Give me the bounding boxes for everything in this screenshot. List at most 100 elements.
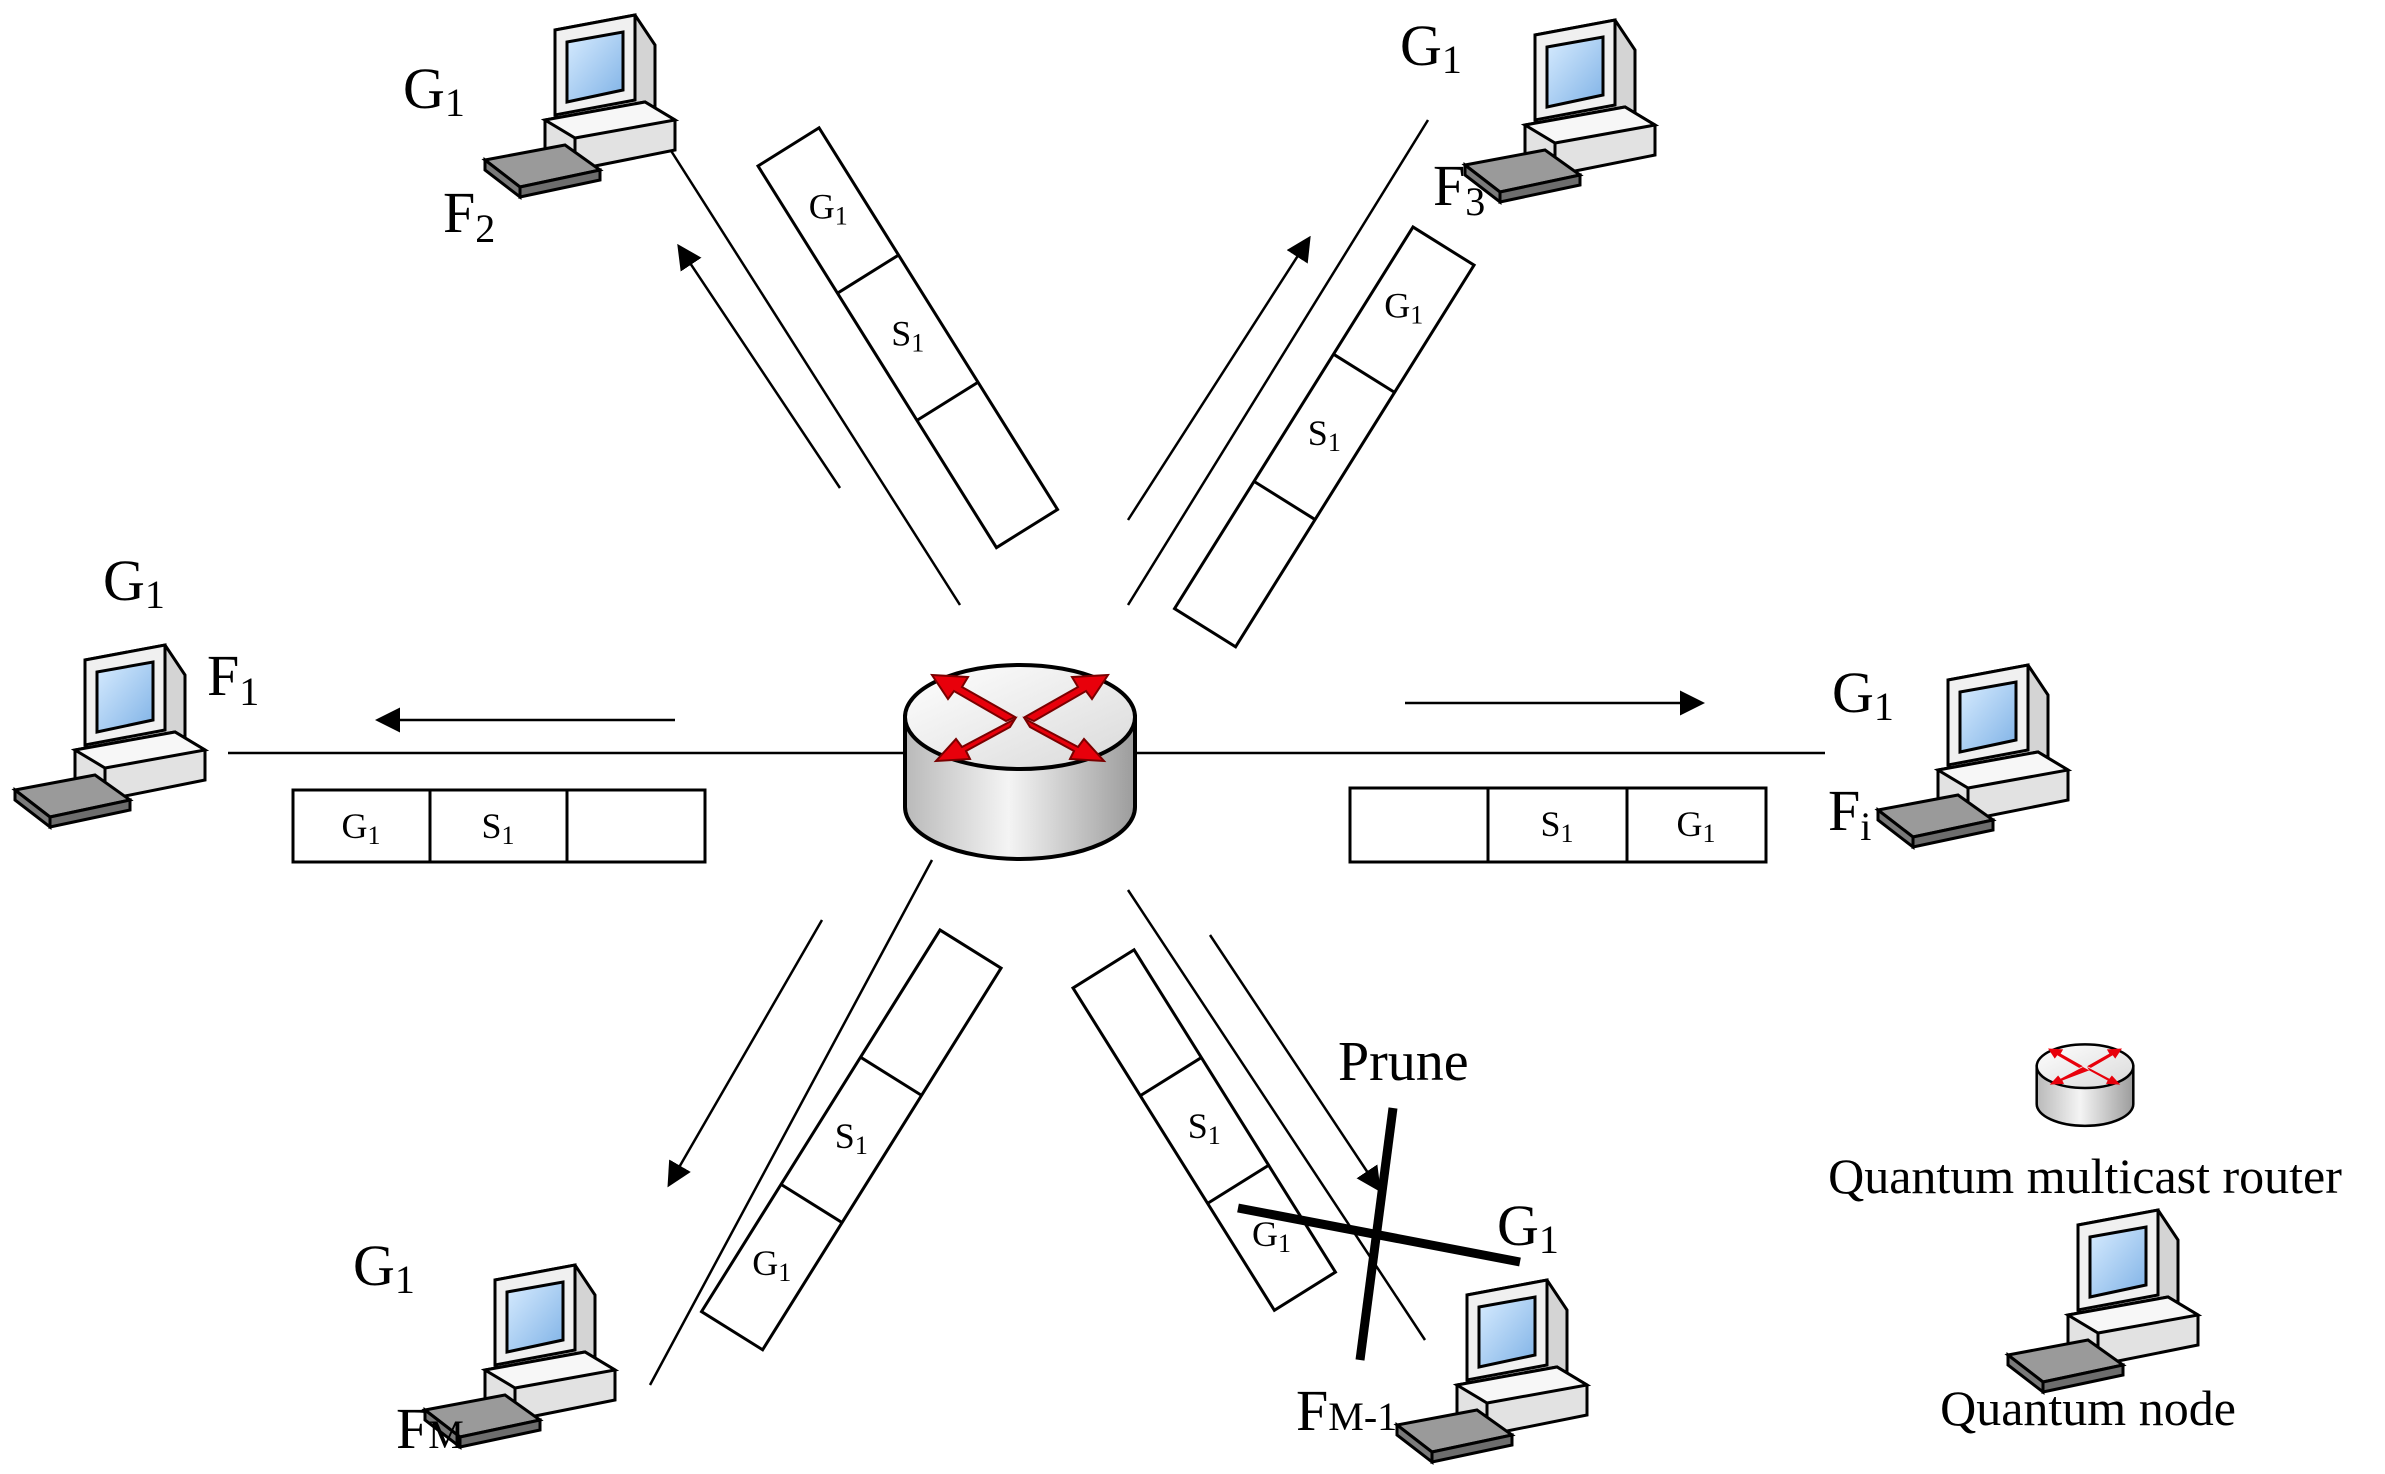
packet-cell-main: S: [1308, 413, 1328, 453]
svg-text:S1: S1: [1308, 413, 1341, 457]
packet-cell-sub: 1: [778, 1258, 791, 1287]
svg-text:FM-1: FM-1: [1296, 1378, 1397, 1443]
flow-label: F: [207, 643, 239, 708]
computer-icon: [483, 13, 677, 199]
computer-icon: [1876, 663, 2070, 849]
flow-arrow-fm: [667, 919, 824, 1188]
flow-label-sub: i: [1860, 804, 1871, 849]
prune-label: Prune: [1338, 1031, 1469, 1093]
flow-arrow-f3: [1126, 235, 1311, 521]
packet-cell-main: S: [1540, 804, 1560, 844]
svg-text:G1: G1: [1677, 804, 1716, 848]
flow-arrow-f2: [677, 243, 842, 489]
group-label-sub: 1: [1442, 37, 1462, 82]
node-label-fm-1: G1 FM-1: [1296, 1193, 1559, 1443]
svg-text:S1: S1: [481, 806, 514, 850]
packet-cell-sub: 1: [911, 329, 924, 358]
flow-label-sub: M-1: [1328, 1394, 1397, 1439]
svg-text:FM: FM: [396, 1396, 464, 1461]
packet-f2: G1 S1: [755, 125, 1060, 550]
packet-cell-sub: 1: [1703, 819, 1716, 848]
group-label: G: [403, 56, 445, 121]
flow-label-sub: 3: [1465, 179, 1485, 224]
legend: Quantum multicast router Quantum node: [1828, 1043, 2342, 1436]
legend-router-label: Quantum multicast router: [1828, 1148, 2342, 1204]
svg-text:G1: G1: [752, 1243, 791, 1287]
packet-cell-sub: 1: [368, 821, 381, 850]
group-label-sub: 1: [445, 80, 465, 125]
link-fm: [648, 859, 934, 1386]
packet-cell-main: G: [1677, 804, 1703, 844]
link-f3: [1126, 119, 1430, 606]
packet-cell-main: G: [809, 187, 835, 227]
packet-cell-sub: 1: [1410, 301, 1423, 330]
group-label-sub: 1: [1874, 684, 1894, 729]
flow-label-sub: 1: [239, 669, 259, 714]
node-label-fi: G1 Fi: [1828, 660, 1894, 849]
svg-text:S1: S1: [835, 1116, 868, 1160]
packet-cell-main: G: [1384, 286, 1410, 326]
node-label-fm: G1 FM: [353, 1233, 464, 1461]
svg-text:G1: G1: [1400, 13, 1462, 82]
packet-fm-1: S1 G1: [1070, 947, 1338, 1313]
flow-label-sub: M: [428, 1412, 464, 1457]
group-label: G: [353, 1233, 395, 1298]
svg-text:F3: F3: [1433, 153, 1485, 224]
group-label: G: [1400, 13, 1442, 78]
packet-cell-main: S: [835, 1116, 855, 1156]
group-label-sub: 1: [145, 572, 165, 617]
node-label-f2: G1 F2: [403, 56, 495, 251]
packet-cell-main: G: [342, 806, 368, 846]
legend-node-icon: [2006, 1208, 2200, 1394]
packet-fm: S1 G1: [699, 927, 1004, 1352]
svg-text:Fi: Fi: [1828, 778, 1871, 849]
svg-text:G1: G1: [1832, 660, 1894, 729]
flow-label-sub: 2: [475, 206, 495, 251]
flow-label: F: [396, 1396, 428, 1461]
router: [903, 663, 1137, 861]
node-label-f1: G1 F1: [103, 548, 259, 714]
packet-cell-main: S: [481, 806, 501, 846]
flow-arrow-fm-1: [1208, 934, 1381, 1193]
svg-text:S1: S1: [1188, 1106, 1221, 1150]
group-label-sub: 1: [1539, 1217, 1559, 1262]
group-label: G: [1497, 1193, 1539, 1258]
computer-icon: [1463, 18, 1657, 204]
group-label: G: [1832, 660, 1874, 725]
packet-cell-sub: 1: [1208, 1121, 1221, 1150]
flow-label: F: [1433, 153, 1465, 218]
packet-cell-sub: 1: [835, 201, 848, 230]
packet-cell-sub: 1: [1328, 428, 1341, 457]
legend-node-label: Quantum node: [1940, 1380, 2236, 1436]
packet-cell-main: G: [752, 1243, 778, 1283]
node-label-f3: G1 F3: [1400, 13, 1485, 224]
packet-cell-main: S: [1188, 1106, 1208, 1146]
prune-cross-line: [1355, 1107, 1398, 1361]
link-f2: [666, 145, 962, 606]
svg-text:F1: F1: [207, 643, 259, 714]
flow-label: F: [1296, 1378, 1328, 1443]
svg-text:G1: G1: [1497, 1193, 1559, 1262]
svg-text:G1: G1: [353, 1233, 415, 1302]
svg-text:G1: G1: [103, 548, 165, 617]
flow-label: F: [1828, 778, 1860, 843]
router-arrows-icon: [930, 673, 1110, 763]
group-label: G: [103, 548, 145, 613]
legend-router-icon: [2035, 1043, 2135, 1128]
svg-text:S1: S1: [1540, 804, 1573, 848]
svg-text:G1: G1: [1252, 1214, 1291, 1258]
packet-cell-sub: 1: [1561, 819, 1574, 848]
flow-label: F: [443, 180, 475, 245]
packet-fi: S1 G1: [1348, 786, 1768, 864]
svg-text:G1: G1: [809, 187, 848, 231]
packet-cell-sub: 1: [855, 1131, 868, 1160]
packet-cell-main: G: [1252, 1214, 1278, 1254]
svg-text:G1: G1: [403, 56, 465, 125]
svg-text:F2: F2: [443, 180, 495, 251]
computer-icon: [13, 643, 207, 829]
packet-f1: G1 S1: [291, 788, 707, 864]
svg-text:G1: G1: [342, 806, 381, 850]
prune-marker: Prune: [1237, 1031, 1521, 1361]
packet-cell-sub: 1: [502, 821, 515, 850]
